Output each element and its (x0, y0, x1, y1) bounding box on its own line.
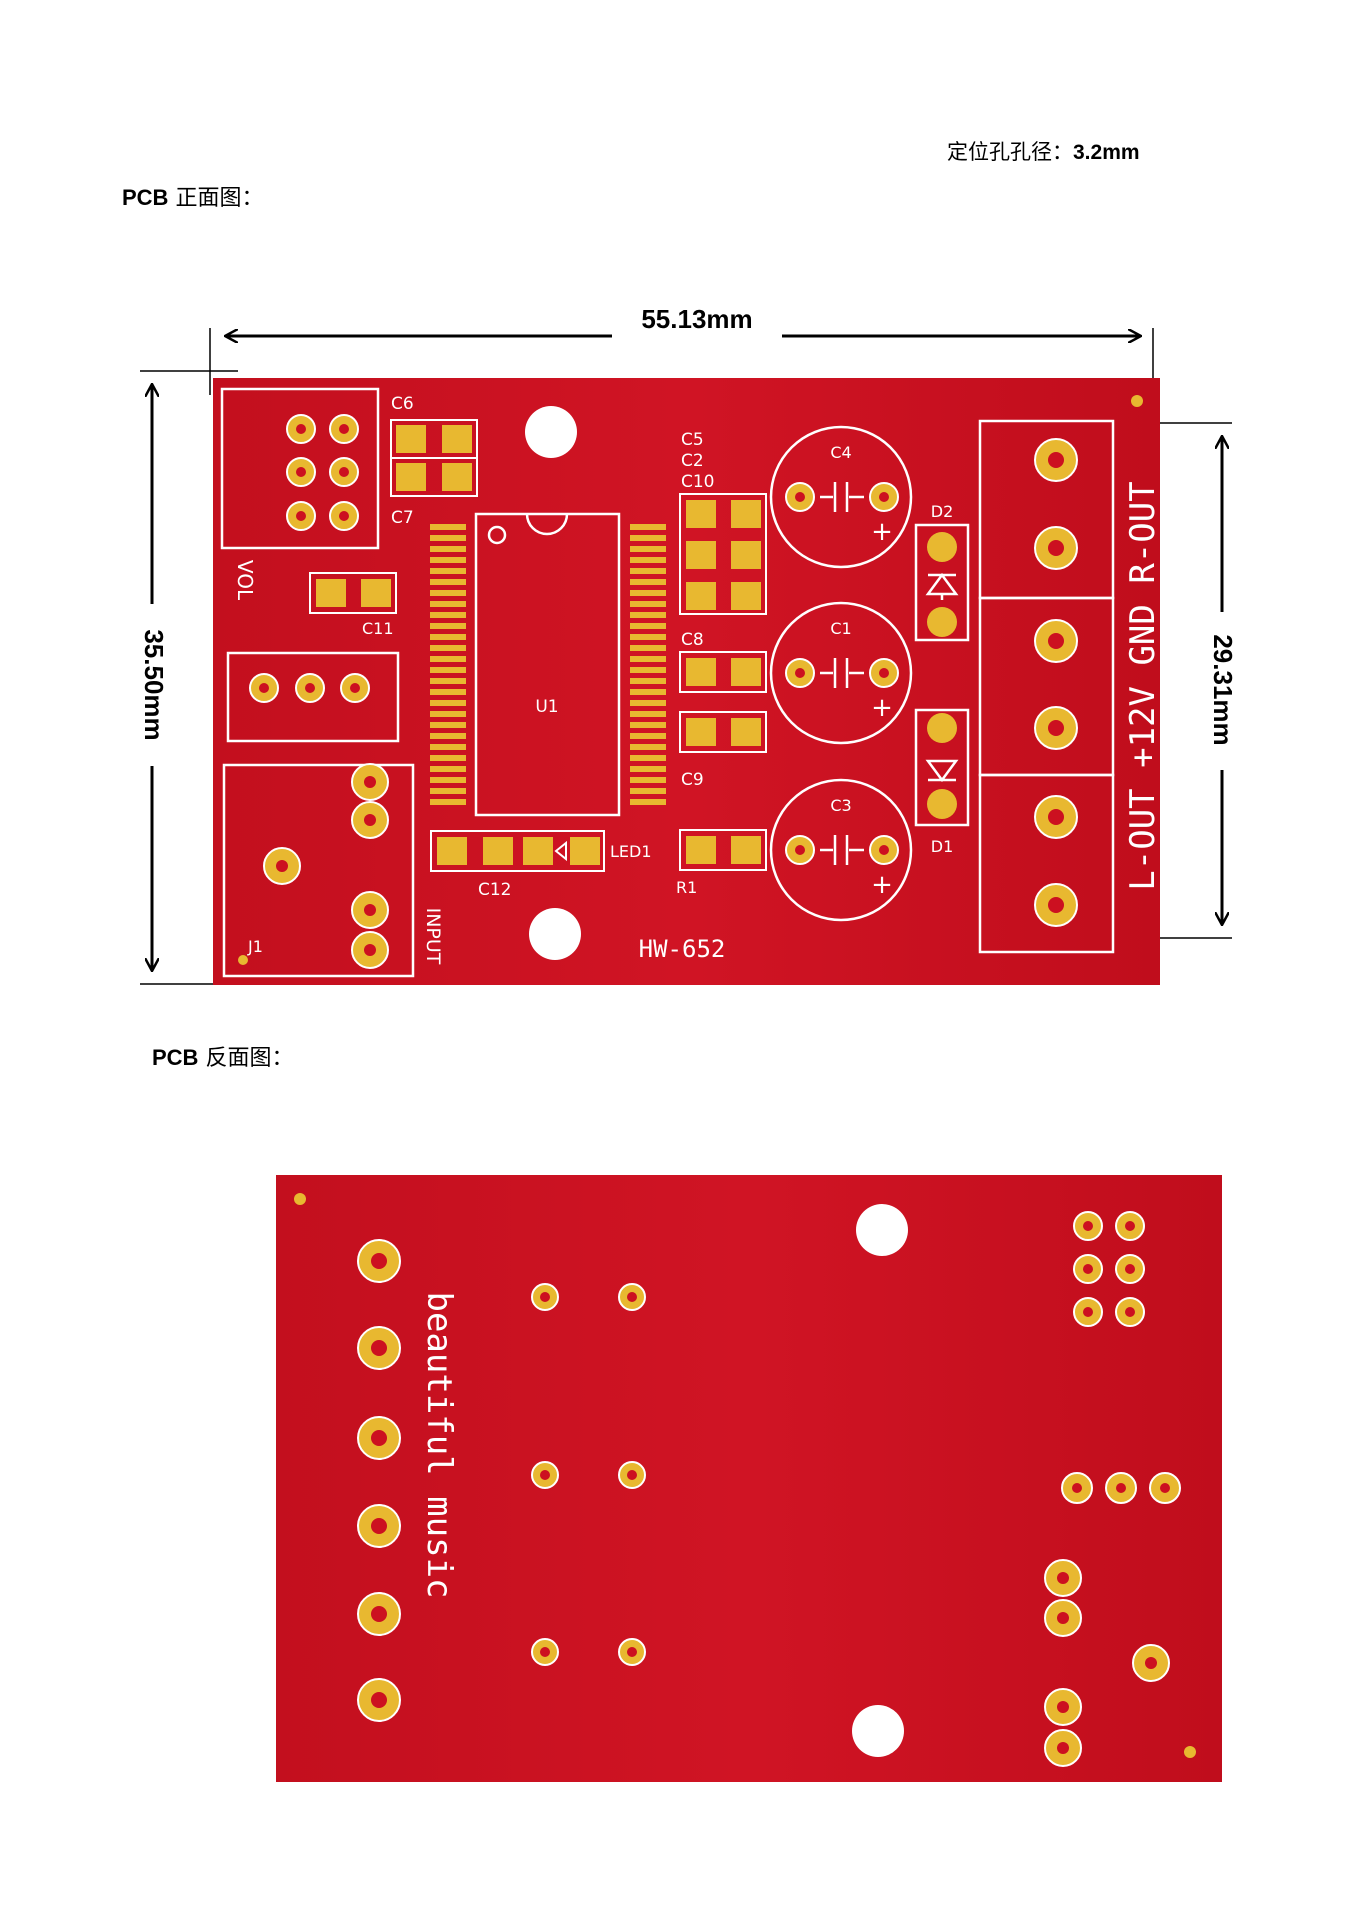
c8-label: C8 (681, 630, 704, 650)
j1-label: J1 (247, 937, 263, 956)
c9-label: C9 (681, 770, 704, 790)
c12-pad (483, 837, 513, 865)
led1-symbol (554, 840, 567, 862)
c7-label: C7 (391, 508, 414, 528)
pot-outline (226, 651, 400, 743)
u1-pin1-marker (487, 525, 507, 545)
c6-pad (442, 425, 472, 453)
board-name: HW-652 (639, 935, 726, 963)
c9-pad (731, 718, 761, 746)
back-view-heading: PCB 反面图： (152, 1040, 293, 1072)
d2-diode: D2 (914, 502, 970, 642)
c4-plus: + (871, 517, 893, 547)
c5-c2-c10-pads (686, 500, 761, 610)
fiducial-mark (238, 955, 248, 965)
d1-label: D1 (931, 837, 954, 856)
mounting-hole (856, 1204, 908, 1256)
fiducial-mark (294, 1193, 306, 1205)
c7-pad (442, 463, 472, 491)
u1-right-pins (630, 524, 666, 805)
back-title: 反面图： (198, 1046, 294, 1071)
slogan-text: beautiful music (419, 1291, 459, 1598)
c3-capacitor: C3 + (769, 778, 913, 922)
dimension-height: 35.50mm (139, 370, 238, 985)
c3-plus: + (871, 870, 893, 900)
c5-label: C5 (681, 430, 704, 450)
dimension-terminal-span: 29.31mm (1155, 422, 1238, 939)
c4-label: C4 (830, 443, 851, 462)
c12-pad (437, 837, 467, 865)
r1-pad (686, 836, 716, 864)
led1-label: LED1 (610, 842, 652, 861)
c1-plus: + (871, 693, 893, 723)
front-prefix: PCB (122, 185, 169, 210)
terminal-span-label: 29.31mm (1208, 634, 1238, 745)
c3-label: C3 (830, 796, 851, 815)
led1-pad (570, 837, 600, 865)
c4-capacitor: C4 + (769, 425, 913, 569)
fiducial-mark (1184, 1746, 1196, 1758)
pcb-front: C6 C7 C11 VOL J1 INPUT (213, 378, 1163, 985)
input-label: INPUT (422, 908, 444, 965)
j1-outline (222, 763, 415, 978)
six-pin-outline (220, 387, 380, 550)
dimension-width: 55.13mm (209, 304, 1154, 395)
u1-left-pins (430, 524, 466, 805)
c12-label: C12 (478, 880, 512, 900)
c1-label: C1 (830, 619, 851, 638)
c9-pad (686, 718, 716, 746)
c11-label: C11 (362, 619, 394, 638)
c6-pad (396, 425, 426, 453)
front-view-heading: PCB 正面图： (122, 180, 263, 212)
vol-label: VOL (233, 560, 257, 601)
mounting-hole (525, 406, 577, 458)
c2-label: C2 (681, 451, 704, 471)
terminal-blocks: L-OUT +12V GND R-OUT (978, 419, 1163, 954)
c11-pad (316, 579, 346, 607)
hole-note-label: 定位孔孔径： (947, 140, 1073, 164)
hole-note-value: 3.2mm (1073, 141, 1140, 164)
u1-label: U1 (535, 697, 558, 717)
d1-diode: D1 (914, 708, 970, 856)
fiducial-mark (1131, 395, 1143, 407)
c7-pad (396, 463, 426, 491)
c10-label: C10 (681, 472, 715, 492)
height-dimension-label: 35.50mm (139, 629, 169, 740)
front-title: 正面图： (168, 186, 264, 211)
led1-pad (523, 837, 553, 865)
width-dimension-label: 55.13mm (641, 304, 752, 334)
d2-label: D2 (931, 502, 954, 521)
six-pin-drills (296, 424, 349, 521)
pcb-back: beautiful music (276, 1175, 1222, 1782)
c6-label: C6 (391, 394, 414, 414)
mounting-hole (529, 908, 581, 960)
c8-pad (686, 658, 716, 686)
back-prefix: PCB (152, 1045, 199, 1070)
mounting-hole (852, 1705, 904, 1757)
u1-outline (474, 512, 621, 817)
c1-capacitor: C1 + (769, 601, 913, 745)
terminal-label: L-OUT +12V GND R-OUT (1123, 481, 1163, 890)
c11-pad (361, 579, 391, 607)
back-cap-pads (531, 1283, 646, 1666)
r1-label: R1 (676, 878, 697, 897)
c8-pad (731, 658, 761, 686)
r1-pad (731, 836, 761, 864)
hole-diameter-note: 定位孔孔径：3.2mm (947, 136, 1140, 166)
